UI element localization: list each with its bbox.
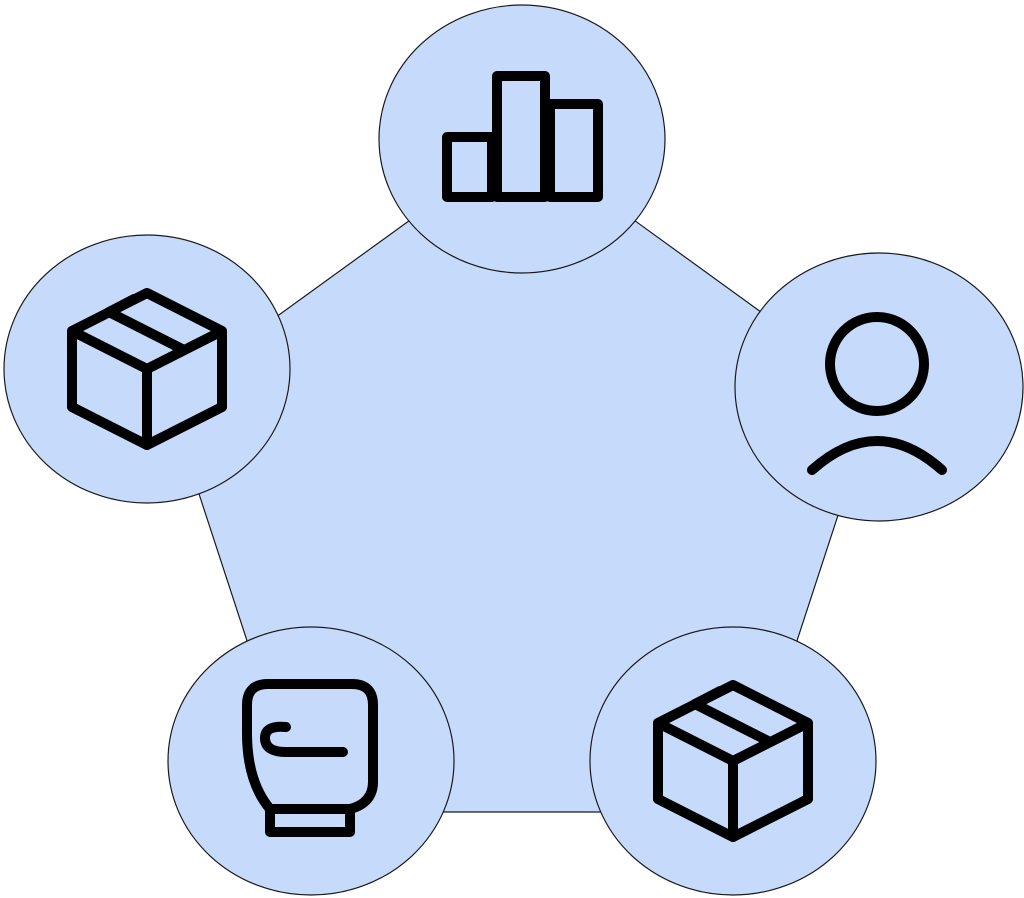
boxing-glove-icon (242, 679, 378, 837)
node-circle-right (734, 252, 1024, 522)
node-circle-bottom-left (167, 626, 455, 896)
bar-chart-icon (442, 71, 603, 202)
node-top (378, 4, 666, 274)
node-right (734, 252, 1024, 522)
node-circle-top (378, 4, 666, 274)
user-icon (807, 312, 947, 475)
package-box-icon (653, 680, 813, 842)
package-box-icon (67, 288, 227, 450)
node-bottom-right (589, 626, 877, 896)
node-left (3, 234, 291, 504)
node-bottom-left (167, 626, 455, 896)
